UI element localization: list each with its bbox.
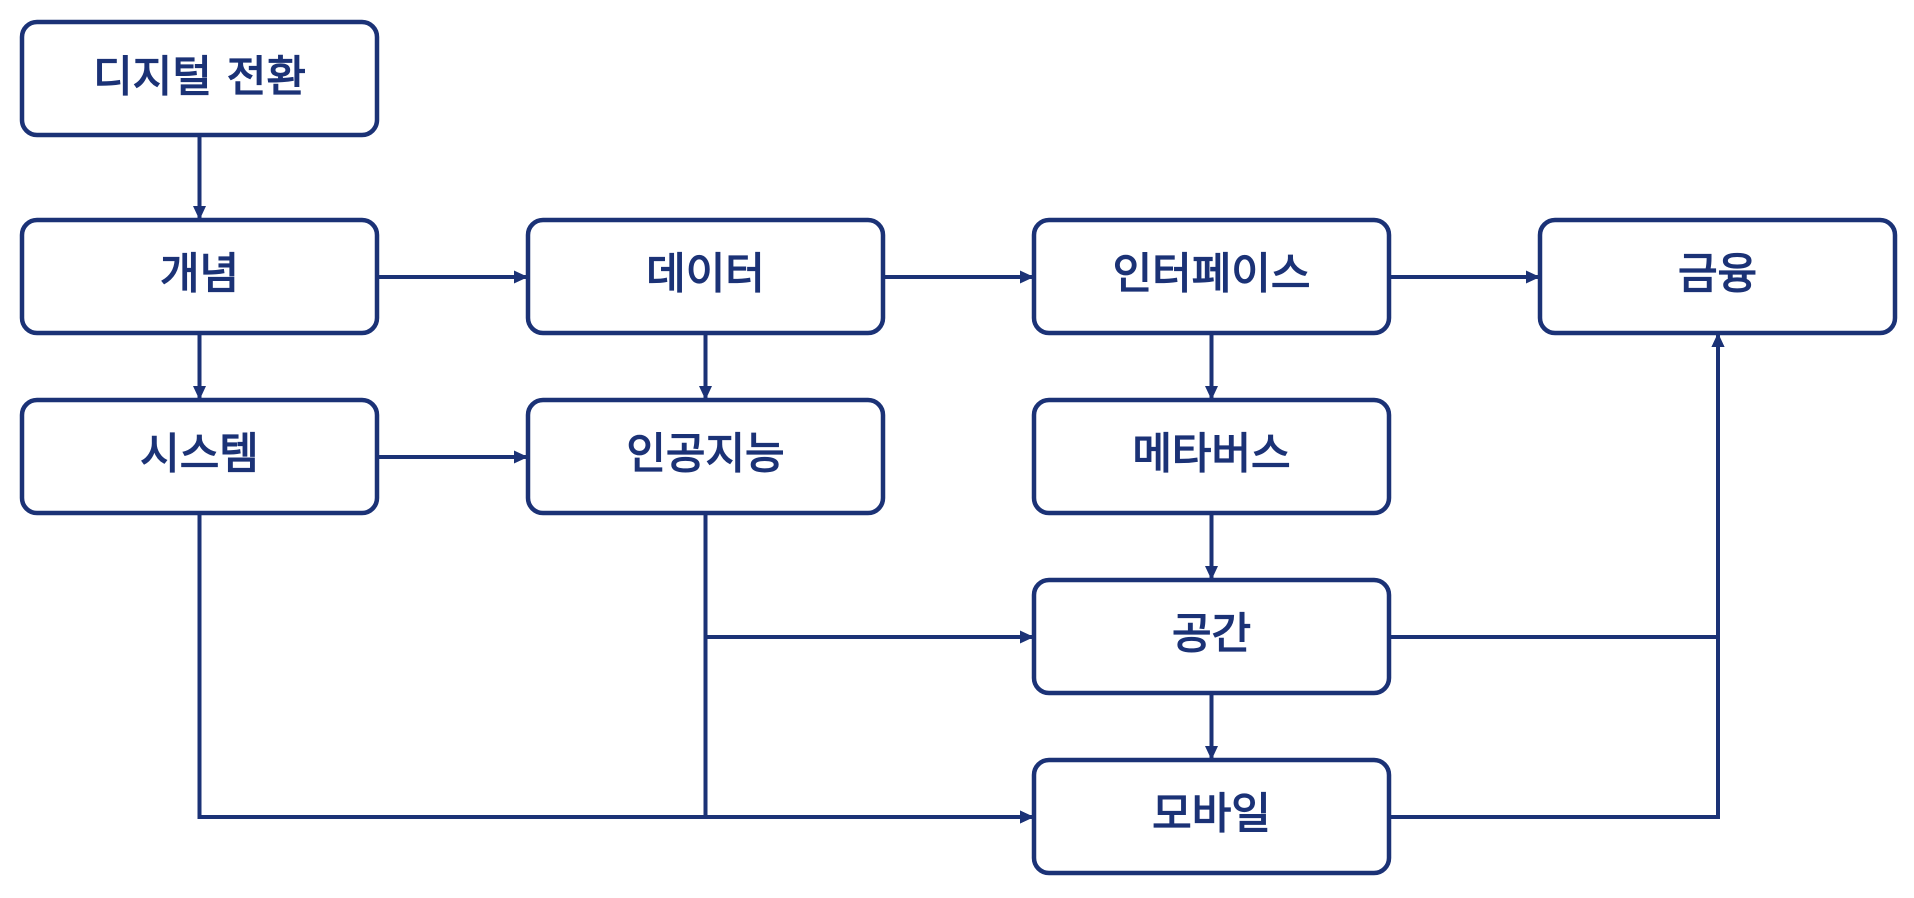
edge-mobile-to-finance — [1389, 333, 1725, 819]
edge-interface-to-metaverse-arrowhead — [1205, 386, 1218, 400]
edge-ai-to-space-line — [703, 513, 1034, 639]
node-label-concept: 개념 — [160, 250, 239, 300]
edge-concept-to-system — [193, 333, 206, 400]
edge-data-to-interface-arrowhead — [1020, 270, 1034, 284]
node-label-system: 시스템 — [140, 430, 259, 480]
node-system[interactable]: 시스템 — [19, 397, 380, 516]
node-digital-transformation[interactable]: 디지털 전환 — [19, 19, 380, 138]
edge-ai-to-mobile-line — [703, 637, 1034, 819]
edge-system-to-ai — [377, 450, 528, 464]
edge-metaverse-to-space — [1205, 513, 1218, 580]
edge-mobile-to-finance-arrowhead — [1711, 333, 1725, 347]
node-label-metaverse: 메타버스 — [1132, 430, 1290, 480]
edge-space-to-mobile — [1205, 693, 1218, 760]
edge-system-to-ai-arrowhead — [514, 450, 528, 464]
node-space[interactable]: 공간 — [1031, 577, 1392, 696]
edge-concept-to-data — [377, 270, 528, 284]
node-label-mobile: 모바일 — [1152, 790, 1271, 840]
edge-metaverse-to-space-arrowhead — [1205, 566, 1218, 580]
edge-space-to-mobile-arrowhead — [1205, 746, 1218, 760]
edge-space-to-finance — [1389, 333, 1725, 639]
edge-system-to-mobile — [197, 513, 1034, 824]
node-ai[interactable]: 인공지능 — [525, 397, 886, 516]
edge-mobile-to-finance-line — [1389, 333, 1720, 819]
node-concept[interactable]: 개념 — [19, 217, 380, 336]
edge-interface-to-finance — [1389, 270, 1540, 284]
node-data[interactable]: 데이터 — [525, 217, 886, 336]
node-label-interface: 인터페이스 — [1113, 250, 1311, 300]
edge-concept-to-data-arrowhead — [514, 270, 528, 284]
edge-digital-transformation-to-concept-arrowhead — [193, 206, 206, 220]
edge-space-to-finance-line — [1389, 333, 1720, 639]
node-metaverse[interactable]: 메타버스 — [1031, 397, 1392, 516]
node-mobile[interactable]: 모바일 — [1031, 757, 1392, 876]
edge-interface-to-metaverse — [1205, 333, 1218, 400]
edge-digital-transformation-to-concept — [193, 135, 206, 220]
edge-data-to-ai — [699, 333, 712, 400]
edge-concept-to-system-arrowhead — [193, 386, 206, 400]
node-interface[interactable]: 인터페이스 — [1031, 217, 1392, 336]
edge-system-to-mobile-line — [197, 513, 1034, 819]
nodes-layer: 디지털 전환 개념 데이터 인터페이스 금융 시스템 인공지능 메타버스 — [19, 19, 1898, 876]
edge-data-to-interface — [883, 270, 1034, 284]
edges-layer — [193, 135, 1725, 824]
node-finance[interactable]: 금융 — [1537, 217, 1898, 336]
node-label-finance: 금융 — [1678, 250, 1757, 300]
edge-ai-to-space-arrowhead — [1020, 630, 1034, 644]
node-label-digital-transformation: 디지털 전환 — [93, 53, 306, 103]
node-label-data: 데이터 — [646, 250, 765, 300]
node-label-space: 공간 — [1172, 610, 1251, 660]
edge-data-to-ai-arrowhead — [699, 386, 712, 400]
edge-interface-to-finance-arrowhead — [1526, 270, 1540, 284]
edge-ai-to-mobile-arrowhead — [1020, 810, 1034, 824]
edge-ai-to-space — [703, 513, 1034, 644]
node-label-ai: 인공지능 — [626, 430, 784, 480]
edge-ai-to-mobile — [703, 637, 1034, 824]
